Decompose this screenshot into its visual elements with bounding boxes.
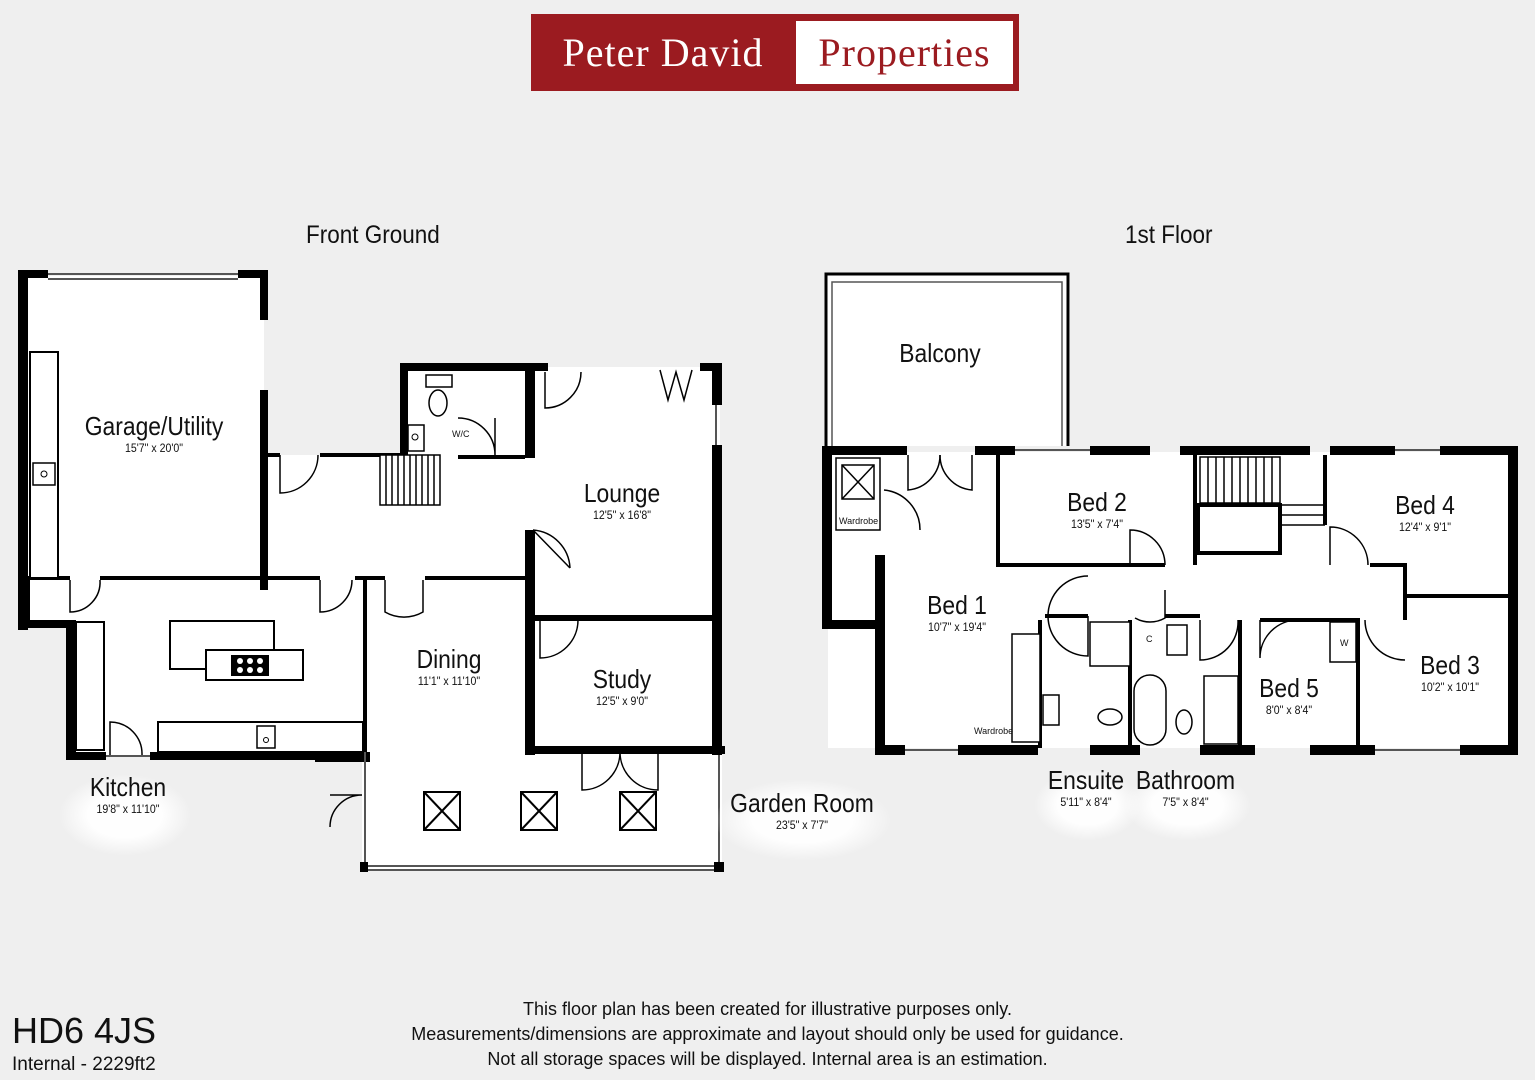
disclaimer-line: This floor plan has been created for ill… (523, 999, 1012, 1019)
room-name: Bathroom (1135, 765, 1236, 795)
first-floor-title: 1st Floor (1125, 221, 1213, 249)
room-dimensions: 23'5" x 7'7" (775, 818, 829, 832)
brand-logo: Peter David Properties (531, 14, 1019, 91)
room-name: Garage/Utility (84, 411, 224, 441)
logo-right-text: Properties (796, 21, 1013, 84)
room-ensuite: Ensuite 5'11" x 8'4" (1036, 766, 1136, 810)
room-garden-room: Garden Room 23'5" x 7'7" (712, 789, 892, 833)
room-dimensions: 11'1" x 11'10" (417, 674, 481, 688)
ensuite-label-glow (1035, 770, 1140, 840)
room-name: Bed 1 (927, 590, 987, 620)
disclaimer: This floor plan has been created for ill… (330, 997, 1205, 1072)
room-dimensions: 8'0" x 8'4" (1265, 703, 1313, 717)
room-bathroom: Bathroom 7'5" x 8'4" (1128, 766, 1243, 810)
room-lounge: Lounge 12'5" x 16'8" (552, 479, 692, 523)
garden-room-label-glow (715, 780, 890, 860)
room-dimensions: 12'5" x 16'8" (593, 508, 651, 522)
room-bed-2: Bed 2 13'5" x 7'4" (1027, 488, 1167, 532)
room-study: Study 12'5" x 9'0" (552, 665, 692, 709)
room-dimensions: 15'7" x 20'0" (125, 441, 183, 455)
room-name: Ensuite (1047, 765, 1125, 795)
first-floor-plan (822, 272, 1518, 755)
room-wc: W/C (452, 429, 470, 439)
logo-left-text: Peter David (562, 30, 764, 75)
room-dimensions: 10'2" x 10'1" (1421, 680, 1479, 694)
disclaimer-line: Measurements/dimensions are approximate … (411, 1024, 1124, 1044)
room-dimensions: 7'5" x 8'4" (1162, 795, 1209, 809)
room-name: Study (592, 664, 652, 694)
internal-area: Internal - 2229ft2 (12, 1054, 156, 1075)
kitchen-label-glow (60, 775, 190, 855)
room-name: Bed 2 (1067, 487, 1127, 517)
room-bed-4: Bed 4 12'4" x 9'1" (1355, 491, 1495, 535)
room-name: Garden Room (730, 788, 874, 818)
room-dimensions: 5'11" x 8'4" (1060, 795, 1112, 809)
room-name: Balcony (899, 338, 981, 368)
wardrobe-label: Wardrobe (974, 726, 1014, 736)
room-name: Kitchen (89, 772, 167, 802)
room-dimensions: 10'7" x 19'4" (928, 620, 986, 634)
room-bed-1: Bed 1 10'7" x 19'4" (887, 591, 1027, 635)
room-dining: Dining 11'1" x 11'10" (379, 645, 519, 689)
room-dimensions: 12'4" x 9'1" (1398, 520, 1452, 534)
postcode: HD6 4JS (12, 1010, 157, 1051)
cupboard-label: C (1146, 634, 1153, 644)
room-dimensions: 13'5" x 7'4" (1070, 517, 1124, 531)
ground-floor-plan (18, 270, 725, 872)
wardrobe-w-label: W (1340, 638, 1349, 648)
wardrobe-label: Wardrobe (839, 516, 879, 526)
room-name: Bed 4 (1395, 490, 1455, 520)
disclaimer-line: Not all storage spaces will be displayed… (487, 1049, 1048, 1069)
room-dimensions: 12'5" x 9'0" (595, 694, 649, 708)
room-garage-utility: Garage/Utility 15'7" x 20'0" (64, 412, 244, 456)
room-name: Lounge (583, 478, 661, 508)
room-bed-3: Bed 3 10'2" x 10'1" (1380, 651, 1520, 695)
ground-floor-title: Front Ground (306, 221, 440, 249)
room-bed-5: Bed 5 8'0" x 8'4" (1244, 674, 1334, 718)
room-kitchen: Kitchen 19'8" x 11'10" (58, 773, 198, 817)
room-balcony: Balcony (880, 339, 1000, 367)
room-dimensions: 19'8" x 11'10" (96, 802, 160, 816)
bathroom-label-glow (1125, 770, 1250, 840)
room-name: Dining (416, 644, 482, 674)
room-name: Bed 5 (1259, 673, 1319, 703)
room-name: Bed 3 (1420, 650, 1480, 680)
